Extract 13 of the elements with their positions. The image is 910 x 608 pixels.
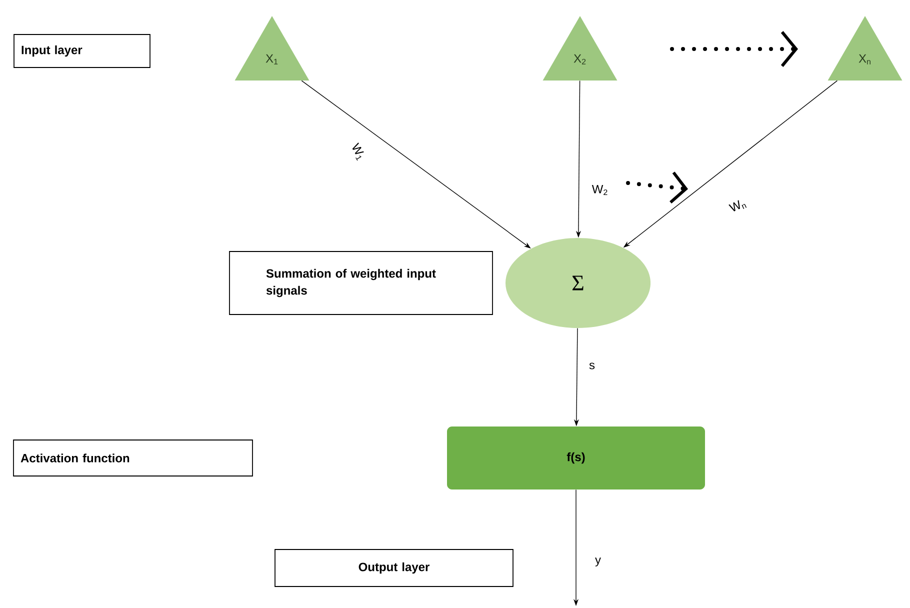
text-box: Output layer: [274, 549, 514, 587]
input-triangle: X$_{n}$: [828, 16, 902, 80]
edge-label: y: [594, 556, 602, 568]
edge-label: s: [588, 362, 596, 370]
edge-label: W$_{1}$: [348, 141, 368, 163]
text-box: Activation function: [13, 440, 253, 476]
edge-label: W$_{2}$: [590, 184, 610, 196]
function-box: f(s): [447, 426, 705, 490]
edge-label: W$_{n}$: [727, 196, 749, 216]
input-triangle: X$_{2}$: [542, 16, 618, 80]
text-box: Summation of weighted input signals: [229, 251, 493, 315]
input-triangle: X$_{1}$: [234, 16, 310, 80]
text-box: Input layer: [14, 34, 150, 68]
